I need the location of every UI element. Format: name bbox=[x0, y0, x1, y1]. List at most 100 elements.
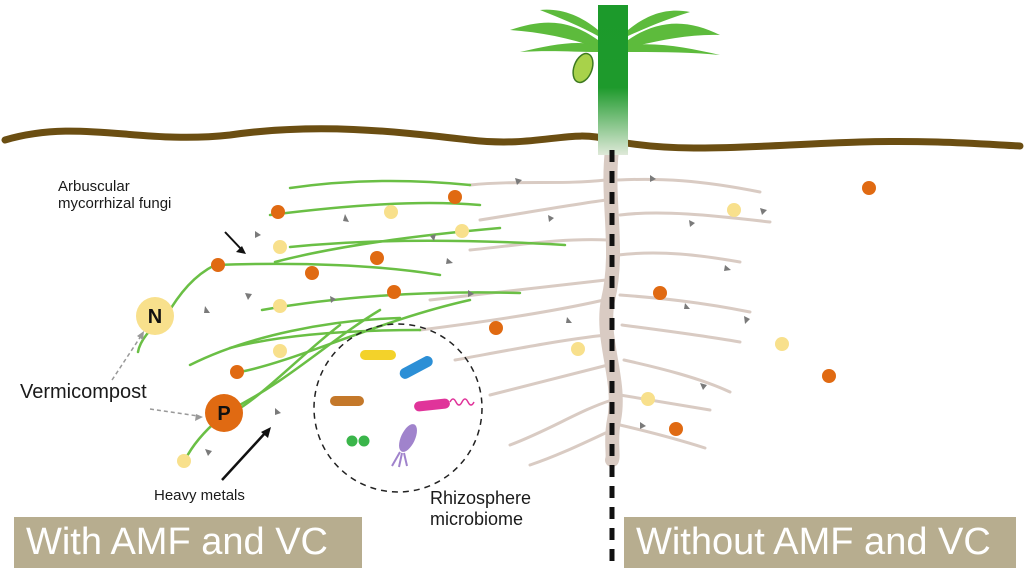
orange-nutrient bbox=[305, 266, 319, 280]
microbiome-boundary bbox=[313, 323, 483, 493]
lateral-root bbox=[618, 211, 772, 224]
orange-nutrient bbox=[822, 369, 836, 383]
orange-nutrients bbox=[211, 181, 876, 436]
bacterium-flagellum bbox=[449, 398, 475, 406]
lateral-root bbox=[488, 363, 610, 397]
heavy-metals-label: Heavy metals bbox=[154, 487, 245, 504]
yellow-nutrient bbox=[455, 224, 469, 238]
bacterium-brown bbox=[330, 396, 364, 406]
plant-stem bbox=[598, 5, 628, 155]
with-amf-vc-banner: With AMF and VC bbox=[14, 517, 362, 568]
yellow-nutrient bbox=[775, 337, 789, 351]
rhizosphere-microbiome bbox=[313, 323, 483, 493]
lateral-root bbox=[428, 278, 608, 302]
soil-surface-line bbox=[1, 125, 1024, 152]
lateral-root bbox=[418, 298, 606, 332]
heavy-metal-particle bbox=[566, 317, 572, 323]
nitrogen-symbol: N bbox=[148, 306, 162, 328]
leaf-cluster-right bbox=[628, 10, 720, 55]
amf-arrow bbox=[224, 231, 243, 251]
heavy-metal-particle bbox=[684, 303, 690, 309]
hypha bbox=[228, 308, 382, 412]
lateral-root bbox=[618, 423, 707, 450]
heavy-metal-particle bbox=[724, 265, 731, 271]
orange-nutrient bbox=[669, 422, 683, 436]
rhizosphere-microbiome-label: Rhizosphere microbiome bbox=[430, 488, 531, 529]
amf-label-line1: Arbuscular bbox=[58, 178, 130, 195]
annotation-arrows bbox=[111, 231, 271, 481]
hypha bbox=[273, 226, 502, 264]
lateral-root bbox=[468, 238, 610, 252]
vermicompost-label: Vermicompost bbox=[20, 381, 147, 403]
heavy-metal-particle bbox=[275, 408, 281, 415]
heavy-metal-particle bbox=[640, 422, 646, 429]
lateral-root bbox=[618, 393, 712, 412]
heavy-metal-particle bbox=[548, 215, 554, 222]
heavy-metal-particle bbox=[468, 290, 474, 297]
lateral-root bbox=[528, 428, 614, 467]
yellow-nutrient bbox=[571, 342, 585, 356]
heavy-metal-particle bbox=[515, 178, 522, 185]
yellow-nutrients bbox=[177, 203, 789, 468]
heavy-metal-particle bbox=[430, 234, 436, 241]
orange-nutrient bbox=[271, 205, 285, 219]
vermicompost-to-n-arrow bbox=[111, 335, 142, 381]
plant-shoot bbox=[510, 5, 720, 155]
protist-tail bbox=[391, 451, 408, 468]
bacterium-yellow bbox=[360, 350, 396, 360]
lateral-root bbox=[616, 177, 762, 194]
heavy-metal-particle bbox=[255, 231, 261, 238]
phosphorus-symbol: P bbox=[217, 403, 230, 425]
vermicompost-to-p-arrow bbox=[149, 408, 199, 417]
yellow-nutrient bbox=[177, 454, 191, 468]
nitrogen-badge: N bbox=[136, 297, 174, 335]
heavy-metal-particle bbox=[205, 449, 212, 456]
orange-nutrient bbox=[211, 258, 225, 272]
lateral-root bbox=[616, 251, 742, 264]
lateral-root bbox=[453, 333, 608, 362]
hypha bbox=[268, 201, 482, 217]
lateral-root bbox=[468, 178, 608, 187]
heavy-metal-particle bbox=[650, 175, 656, 182]
heavy-metal-particle bbox=[689, 220, 695, 227]
rhizosphere-label-line1: Rhizosphere bbox=[430, 488, 532, 508]
heavy-metal-particle bbox=[330, 296, 336, 303]
hypha bbox=[238, 298, 472, 374]
heavy-metal-particle bbox=[446, 258, 453, 264]
yellow-nutrient bbox=[273, 299, 287, 313]
seed-pod bbox=[572, 52, 594, 84]
heavy-metal-particle bbox=[204, 306, 210, 313]
heavy-metal-particle bbox=[760, 208, 767, 215]
orange-nutrient bbox=[370, 251, 384, 265]
lateral-root bbox=[618, 293, 752, 314]
phosphorus-badge: P bbox=[205, 394, 243, 432]
yellow-nutrient bbox=[273, 240, 287, 254]
bacterium-blue bbox=[399, 356, 433, 379]
heavy-metal-particles bbox=[204, 175, 767, 456]
heavy-metal-particle bbox=[700, 383, 707, 390]
heavy-metal-particle bbox=[744, 316, 750, 324]
yellow-nutrient bbox=[727, 203, 741, 217]
heavy-metal-particle bbox=[245, 293, 252, 300]
orange-nutrient bbox=[448, 190, 462, 204]
coccus-right bbox=[358, 435, 370, 447]
protist-purple bbox=[399, 424, 417, 452]
orange-nutrient bbox=[489, 321, 503, 335]
yellow-nutrient bbox=[384, 205, 398, 219]
bacterium-pink bbox=[414, 398, 450, 412]
heavy-metals-arrow bbox=[221, 431, 267, 481]
lateral-root bbox=[622, 358, 732, 394]
amf-label: Arbuscular mycorrhizal fungi bbox=[58, 178, 171, 213]
hypha bbox=[183, 323, 342, 462]
hypha bbox=[228, 328, 422, 350]
orange-nutrient bbox=[862, 181, 876, 195]
hypha bbox=[288, 239, 567, 249]
plant-roots bbox=[418, 143, 772, 467]
without-amf-vc-banner: Without AMF and VC bbox=[624, 517, 1016, 568]
amf-label-line2: mycorrhizal fungi bbox=[58, 195, 172, 213]
leaf-cluster-left bbox=[510, 9, 598, 52]
coccus-left bbox=[346, 435, 358, 447]
rhizosphere-label-line2: microbiome bbox=[430, 508, 524, 529]
